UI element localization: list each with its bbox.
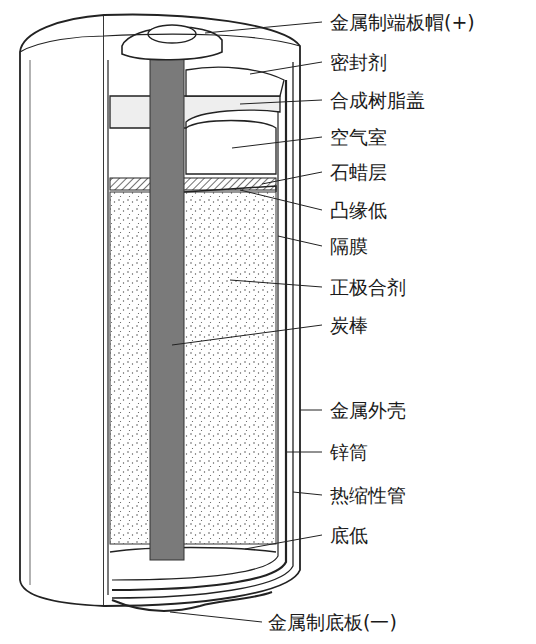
inner-left-edge	[107, 60, 108, 595]
drawing-part	[240, 100, 322, 104]
sealant	[186, 67, 284, 96]
paraffin-label: 石蜡层	[328, 161, 389, 183]
outer-surface	[20, 15, 104, 606]
air-chamber-label: 空气室	[328, 126, 389, 148]
drawing-part	[262, 172, 322, 184]
drawing-part	[250, 62, 322, 74]
zinc-can-label: 锌筒	[328, 441, 370, 463]
top-rim	[20, 34, 300, 52]
resin-cover-label: 合成树脂盖	[328, 89, 427, 111]
sealant-label: 密封剂	[328, 51, 389, 73]
drawing-part	[240, 190, 322, 210]
drawing-part	[172, 325, 322, 345]
drawing-part	[232, 137, 322, 148]
bottom-insulator-label: 底低	[328, 524, 370, 546]
heat-shrink-label: 热缩性管	[328, 484, 408, 506]
terminal-cap-label: 金属制端板帽(+)	[328, 11, 477, 33]
drawing-part	[230, 280, 322, 287]
drawing-part	[205, 22, 322, 33]
resin-cover	[110, 96, 280, 128]
flange-label: 凸缘低	[328, 199, 389, 221]
carbon-rod-label: 炭棒	[328, 314, 370, 336]
metal-shell	[104, 15, 300, 606]
bottom-plate-label: 金属制底板(一)	[266, 611, 399, 633]
drawing-part	[278, 236, 322, 246]
drawing-part	[286, 452, 322, 453]
drawing-part	[245, 535, 322, 549]
positive-mix	[110, 192, 276, 544]
flange	[184, 186, 276, 192]
separator-label: 隔膜	[328, 235, 370, 257]
surface-highlight	[30, 60, 31, 585]
leader-lines	[170, 22, 322, 622]
drawing-part	[170, 612, 262, 622]
drawing-part	[300, 410, 322, 411]
drawing-part	[293, 492, 322, 495]
bottom-plate	[112, 592, 272, 611]
metal-shell-label: 金属外壳	[328, 399, 408, 421]
carbon-rod	[150, 30, 184, 560]
air-chamber	[186, 121, 276, 175]
positive-mix-label: 正极合剂	[328, 276, 408, 298]
